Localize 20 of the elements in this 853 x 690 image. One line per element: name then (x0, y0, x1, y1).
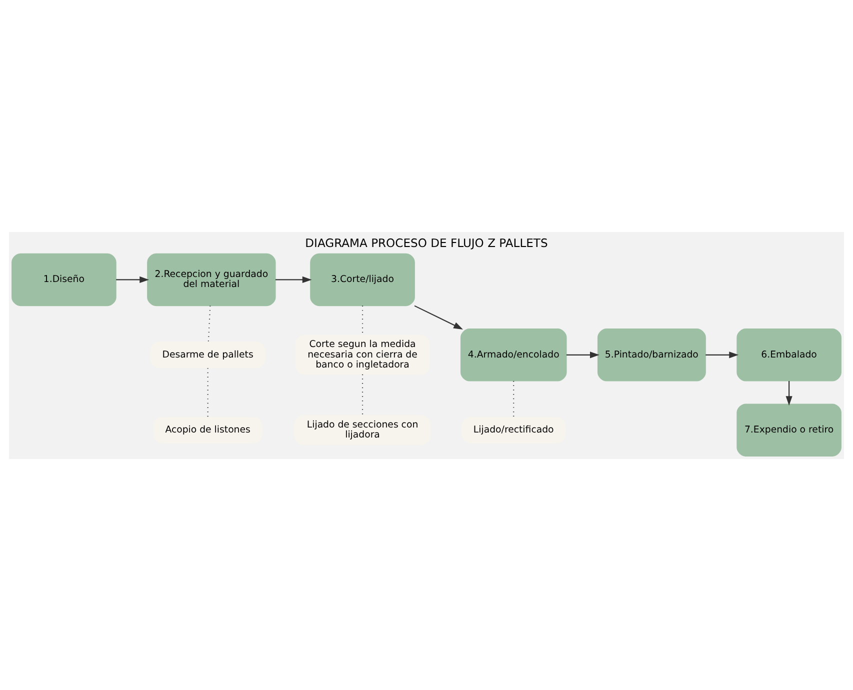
node-box: 7.Expendio o retiro (736, 403, 842, 456)
arrow (786, 380, 792, 406)
arrow (706, 351, 739, 358)
node-box: 2.Recepcion y guardado del material (147, 252, 276, 306)
node-box: 5.Pintado/barnizado (597, 328, 706, 381)
node-box: 6.Embalado (736, 328, 842, 381)
node-box: Desarme de pallets (150, 341, 266, 368)
node-box: Acopio de listones (153, 416, 262, 443)
diagram-title: DIAGRAMA PROCESO DE FLUJO Z PALLETS (305, 236, 548, 250)
node-box: Corte segun la medida necesaria con cierra de banco o ingletadora (295, 334, 430, 374)
node-box: 1.Diseño (12, 252, 116, 306)
arrow (275, 276, 312, 282)
connector (207, 368, 208, 417)
node-box: Lijado de secciones con lijadora (294, 414, 431, 444)
node-box: 3.Corte/lijado (310, 252, 415, 306)
node-box: 4.Armado/encolado (460, 328, 567, 381)
arrow (414, 304, 463, 329)
node-box: Lijado/rectificado (462, 416, 566, 443)
arrow (116, 276, 150, 282)
arrow (566, 351, 600, 358)
